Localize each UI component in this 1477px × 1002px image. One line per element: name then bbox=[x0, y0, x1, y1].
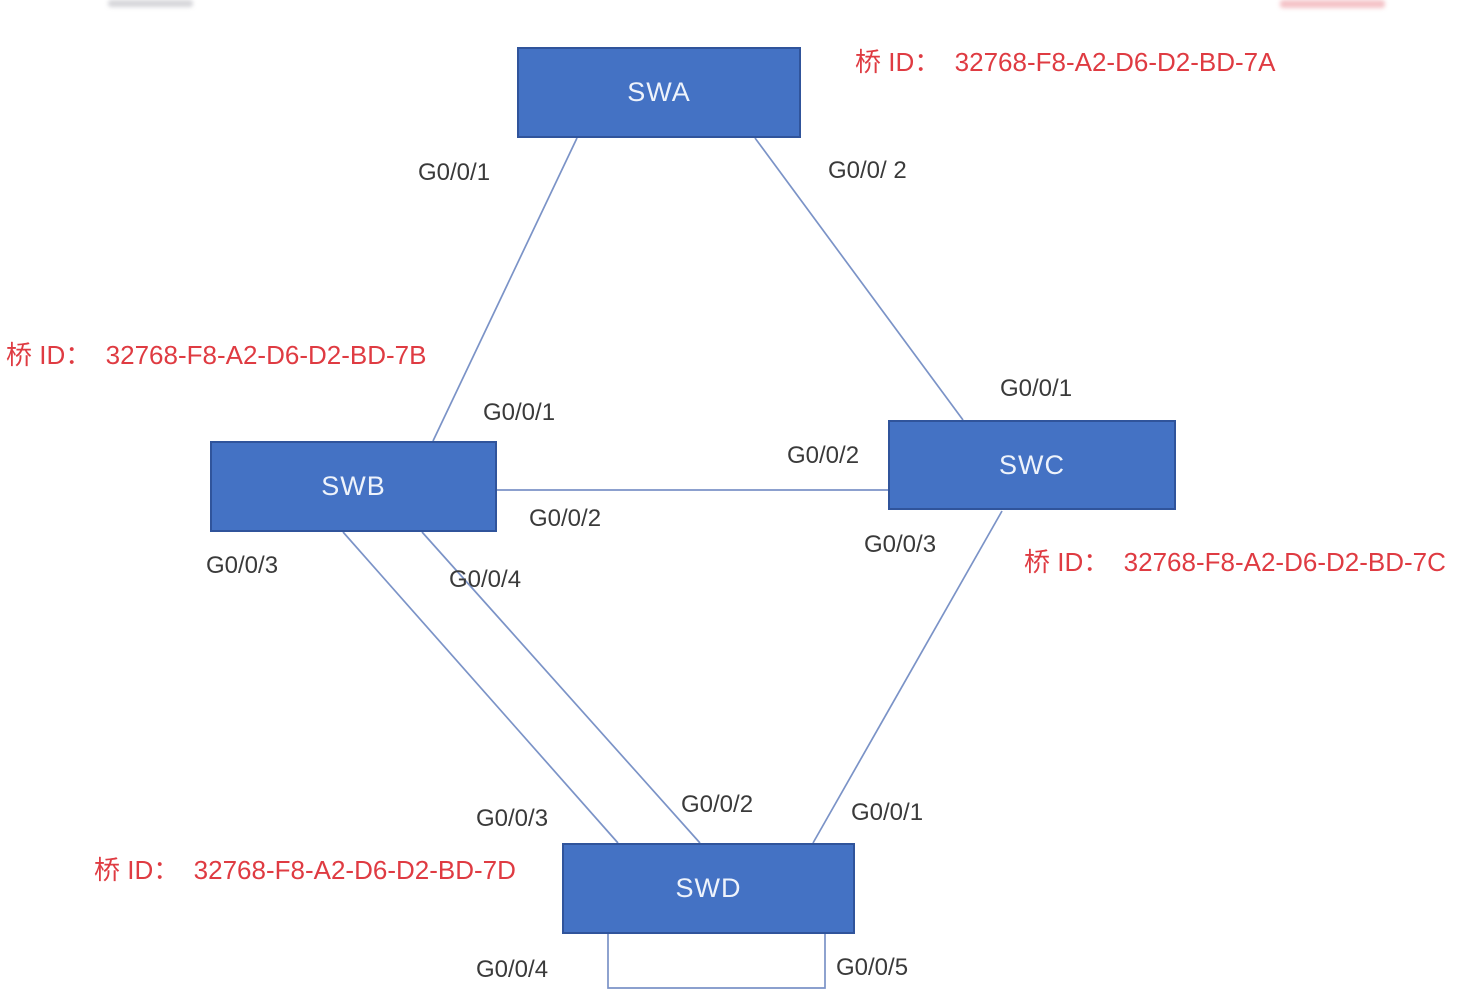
switch-label-swb: SWB bbox=[321, 471, 386, 501]
port-label-swc-8: G0/0/3 bbox=[864, 531, 937, 558]
link-swa-swb bbox=[432, 137, 578, 442]
port-label-swb-3: G0/0/2 bbox=[529, 505, 602, 532]
port-label-swa-0: G0/0/1 bbox=[418, 159, 491, 186]
bridge-id-swb: 桥 ID： 32768-F8-A2-D6-D2-BD-7B bbox=[6, 340, 427, 370]
port-label-swd-10: G0/0/2 bbox=[681, 791, 754, 818]
port-label-swb-2: G0/0/1 bbox=[483, 399, 556, 426]
port-label-swc-6: G0/0/1 bbox=[1000, 375, 1073, 402]
link-swb-swd bbox=[342, 531, 619, 844]
switch-node-swd: SWD bbox=[562, 843, 855, 934]
port-label-swc-7: G0/0/2 bbox=[787, 442, 860, 469]
switch-label-swa: SWA bbox=[627, 77, 691, 107]
top-left-crop-artifact bbox=[108, 0, 193, 7]
bridge-id-swd: 桥 ID： 32768-F8-A2-D6-D2-BD-7D bbox=[94, 855, 516, 885]
bridge-id-swc: 桥 ID： 32768-F8-A2-D6-D2-BD-7C bbox=[1024, 547, 1446, 577]
link-swa-swc bbox=[754, 137, 964, 421]
port-label-swb-4: G0/0/3 bbox=[206, 552, 279, 579]
switch-node-swb: SWB bbox=[210, 441, 497, 532]
port-label-swd-11: G0/0/1 bbox=[851, 799, 924, 826]
port-label-swd-13: G0/0/5 bbox=[836, 954, 909, 981]
link-swd-swd bbox=[607, 934, 826, 989]
port-label-swb-5: G0/0/4 bbox=[449, 566, 522, 593]
port-label-swd-12: G0/0/4 bbox=[476, 956, 549, 983]
top-right-crop-artifact bbox=[1280, 0, 1385, 8]
switch-label-swd: SWD bbox=[675, 873, 742, 903]
link-swb-swd bbox=[421, 531, 701, 844]
bridge-id-swa: 桥 ID： 32768-F8-A2-D6-D2-BD-7A bbox=[855, 47, 1276, 77]
port-label-swa-1: G0/0/ 2 bbox=[828, 157, 907, 184]
switch-node-swc: SWC bbox=[888, 420, 1176, 510]
switch-label-swc: SWC bbox=[999, 449, 1065, 480]
link-swc-swd bbox=[812, 510, 1003, 844]
switch-node-swa: SWA bbox=[517, 47, 801, 138]
port-label-swd-9: G0/0/3 bbox=[476, 805, 549, 832]
